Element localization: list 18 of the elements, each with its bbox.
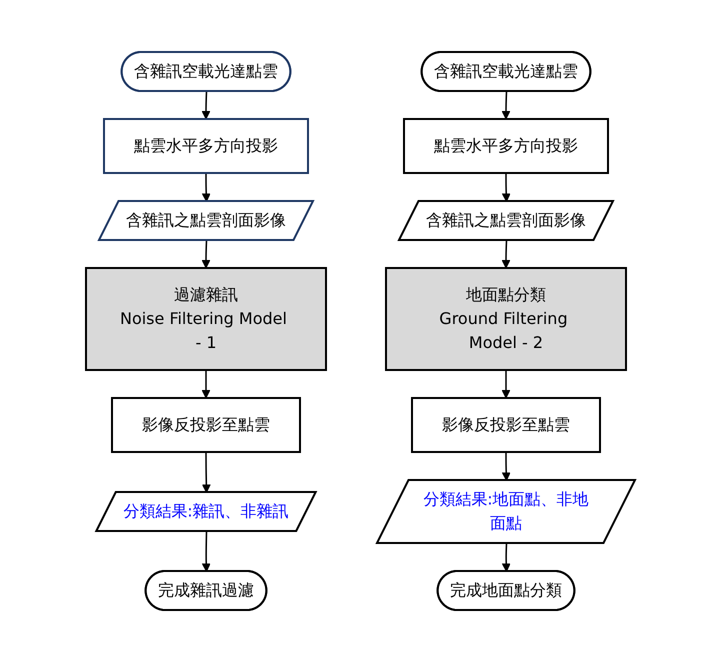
arrow	[201, 173, 210, 202]
arrow	[201, 91, 210, 120]
arrow	[501, 240, 510, 268]
arrow	[201, 531, 210, 572]
node-box: 影像反投影至點雲	[410, 397, 600, 453]
arrow	[201, 240, 210, 268]
arrow	[201, 452, 210, 493]
arrow	[501, 173, 510, 202]
node-box: 點雲水平多方向投影	[402, 118, 608, 174]
arrow	[501, 452, 510, 481]
arrow	[201, 370, 210, 398]
node-box: 點雲水平多方向投影	[102, 118, 308, 174]
arrow	[501, 370, 510, 398]
arrow	[501, 91, 510, 120]
node-box: 影像反投影至點雲	[110, 397, 300, 453]
node-box: 地面點分類 Ground Filtering Model - 2	[384, 267, 626, 371]
arrow	[501, 543, 510, 572]
node-box: 過濾雜訊 Noise Filtering Model - 1	[84, 267, 326, 371]
